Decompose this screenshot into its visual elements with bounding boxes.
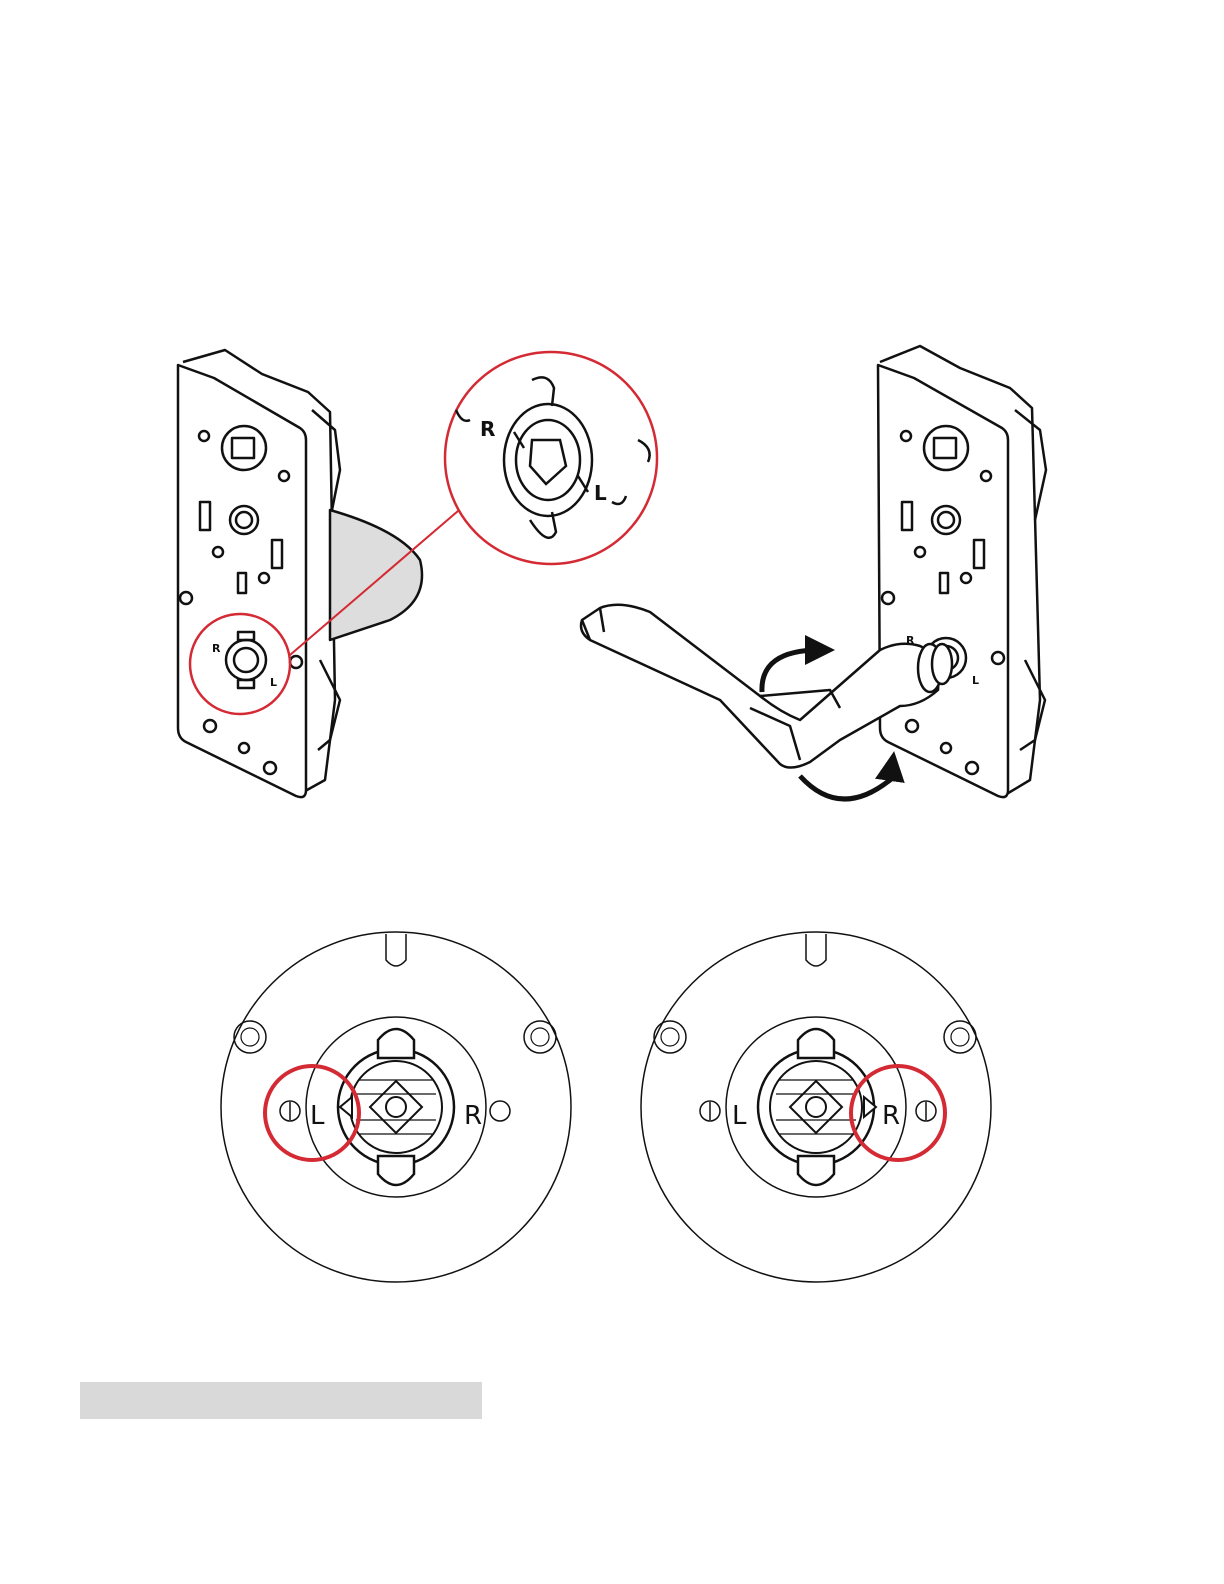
zoom-callout: R L — [445, 352, 657, 564]
label-l-small: L — [270, 676, 277, 689]
label-l-right-chassis: L — [972, 674, 979, 687]
label-r-zoom: R — [480, 417, 495, 441]
caption-bar — [80, 1382, 482, 1419]
rose-left-setting — [221, 932, 571, 1282]
rose-right-setting — [641, 932, 991, 1282]
label-r-rose-right: R — [882, 1101, 900, 1131]
label-l-rose-right: L — [732, 1101, 747, 1131]
chassis-right — [878, 346, 1046, 797]
label-r-rose-left: R — [464, 1101, 482, 1131]
label-r-small: R — [212, 642, 221, 655]
label-l-zoom: L — [594, 481, 607, 505]
label-l-rose-left: L — [310, 1101, 325, 1131]
